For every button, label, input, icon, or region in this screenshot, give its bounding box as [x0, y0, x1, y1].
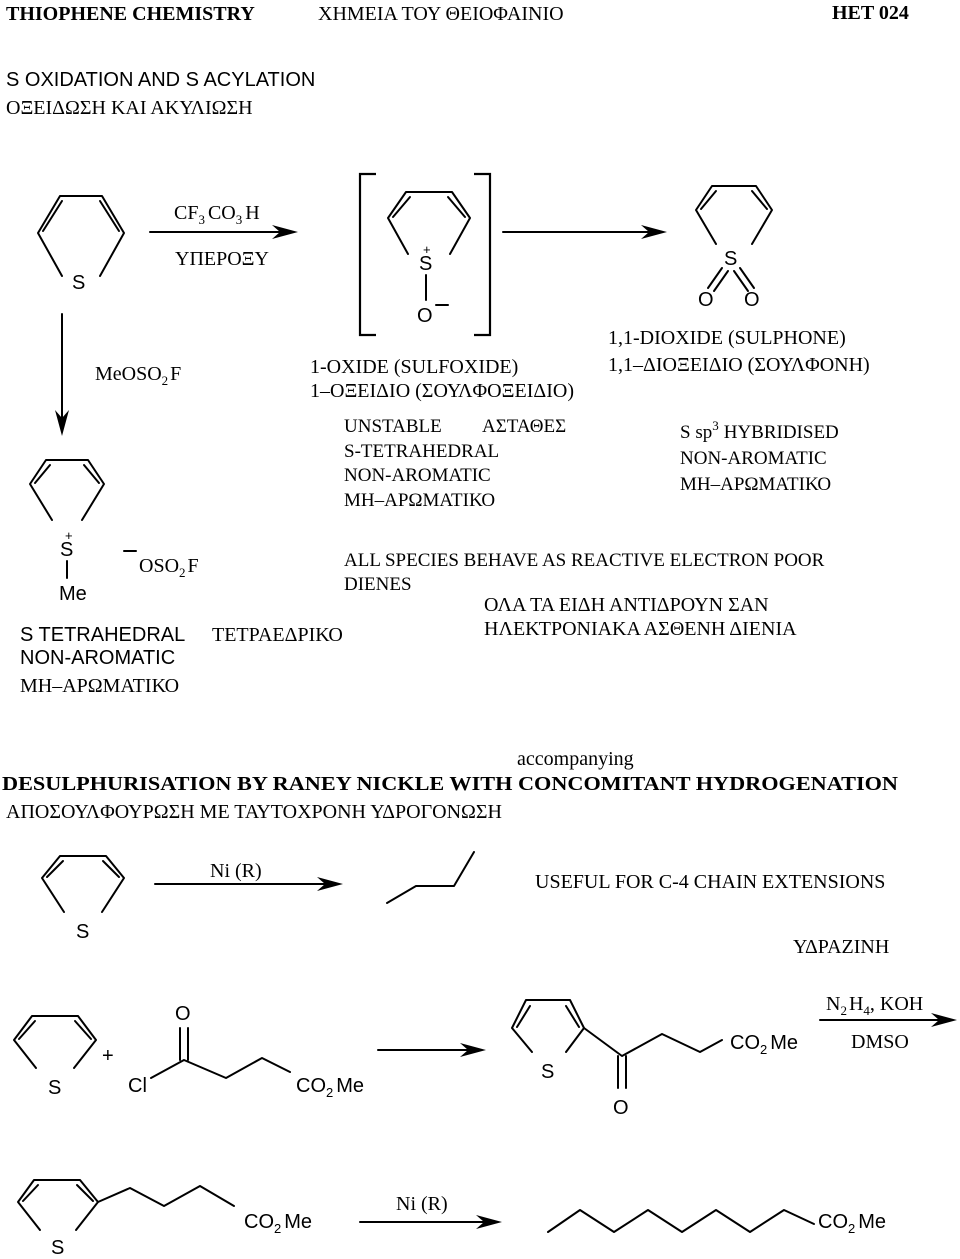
charge-plus: +	[423, 242, 431, 257]
note-all-species-2: DIENES	[344, 574, 412, 595]
section1-title-en: S OXIDATION AND S ACYLATION	[6, 69, 315, 91]
atom-o: O	[698, 289, 714, 311]
sulfone-ring: S O O	[695, 185, 773, 311]
sulfoxide-ring: S + O	[387, 191, 471, 327]
header-right: HET 024	[832, 2, 909, 24]
atom-s: S	[51, 1237, 64, 1259]
arrow-oxidation	[149, 225, 298, 239]
label-sulfone-gr: 1,1–ΔΙΟΞΕΙΔΙΟ (ΣΟΥΛΦΟΝΗ)	[608, 354, 870, 376]
arrow-acylation	[377, 1043, 486, 1057]
note-ola-2: ΗΛΕΚΤΡΟΝΙΑΚΑ ΑΣΘΕΝΗ ΔΙΕΝΙΑ	[484, 618, 797, 640]
sulfoxide-bracket	[358, 172, 492, 337]
thiophene-start: S	[37, 195, 125, 294]
note-unstable-gr: ΑΣΤΑΘΕΣ	[482, 416, 566, 437]
label-sulfoxide-gr: 1–ΟΞΕΙΔΙΟ (ΣΟΥΛΦΟΞΕΙΔΙΟ)	[310, 380, 574, 402]
atom-o: O	[744, 289, 760, 311]
label-sulfoxide-en: 1-OXIDE (SULFOXIDE)	[310, 356, 518, 378]
arrow-to-sulfone	[502, 225, 667, 239]
note-unstable-en: UNSTABLE	[344, 416, 442, 437]
note-nonaromatic-2: NON-AROMATIC	[680, 448, 827, 469]
plus-sign: +	[102, 1045, 114, 1067]
note-ola-1: ΟΛΑ ΤΑ ΕΙΔΗ ΑΝΤΙΔΡΟΥΝ ΣΑΝ	[484, 594, 769, 616]
atom-s: S	[419, 253, 432, 275]
arrow-wolff-kishner	[819, 1013, 957, 1027]
note-s-tetrahedral: S-TETRAHEDRAL	[344, 441, 499, 462]
note-s-tetrahedral-2: S TETRAHEDRAL	[20, 624, 185, 646]
thiophene-acylation: S	[13, 1015, 97, 1099]
section2-title-en: DESULPHURISATION BY RANEY NICKLE WITH CO…	[2, 773, 899, 795]
note-nonaromatic: NON-AROMATIC	[344, 465, 491, 486]
note-all-species-1: ALL SPECIES BEHAVE AS REACTIVE ELECTRON …	[344, 550, 825, 571]
note-mh-aromatiko-2: ΜΗ–ΑΡΩΜΑΤΙΚΟ	[680, 474, 831, 495]
charge-plus: +	[65, 528, 73, 543]
atom-o: O	[613, 1097, 629, 1119]
header-center: ΧΗΜΕΙΑ ΤΟΥ ΘΕΙΟΦΑΙΝΙΟ	[318, 3, 564, 25]
header-left: THIOPHENE CHEMISTRY	[6, 3, 255, 25]
atom-s: S	[76, 921, 89, 943]
reagent-peracid-gr: ΥΠΕΡΟΞΥ	[175, 248, 269, 270]
reagent-raney-2: Ni (R)	[396, 1193, 448, 1215]
atom-o: O	[417, 305, 433, 327]
reagent-raney-1: Ni (R)	[210, 860, 262, 882]
arrow-raney-2	[359, 1215, 502, 1229]
note-nonaromatic-3: NON-AROMATIC	[20, 647, 175, 669]
thiophene-desulphurisation: S	[41, 855, 125, 943]
butane-chain	[386, 851, 475, 904]
atom-s: S	[60, 539, 73, 561]
note-useful: USEFUL FOR C-4 CHAIN EXTENSIONS	[535, 871, 885, 893]
atom-s: S	[72, 272, 85, 294]
section1-title-gr: ΟΞΕΙΔΩΣΗ ΚΑΙ ΑΚΥΛΙΩΣΗ	[6, 97, 253, 119]
note-tetraedriko: ΤΕΤΡΑΕΔΡΙΚΟ	[212, 624, 343, 646]
atom-s: S	[48, 1077, 61, 1099]
atom-cl: Cl	[128, 1075, 147, 1097]
note-mh-aromatiko-3: ΜΗ–ΑΡΩΜΑΤΙΚΟ	[20, 675, 179, 697]
atom-o: O	[175, 1003, 191, 1025]
section2-title-gr: ΑΠΟΣΟΥΛΦΟΥΡΩΣΗ ΜΕ ΤΑΥΤΟΧΡΟΝΗ ΥΔΡΟΓΟΝΩΣΗ	[6, 801, 502, 823]
label-sulfone-en: 1,1-DIOXIDE (SULPHONE)	[608, 327, 846, 349]
atom-s: S	[541, 1061, 554, 1083]
note-mh-aromatiko: ΜΗ–ΑΡΩΜΑΤΙΚΟ	[344, 490, 495, 511]
arrow-alkylation	[55, 313, 69, 436]
section2-accompanying: accompanying	[517, 748, 634, 770]
methylthiophenium-ring: S + Me	[29, 459, 105, 605]
reagent-hydrazine-gr: ΥΔΡΑΖΙΝΗ	[793, 936, 889, 958]
reagent-dmso: DMSO	[851, 1031, 909, 1053]
atom-me: Me	[59, 583, 87, 605]
atom-s: S	[724, 248, 737, 270]
arrow-raney-1	[154, 877, 343, 891]
